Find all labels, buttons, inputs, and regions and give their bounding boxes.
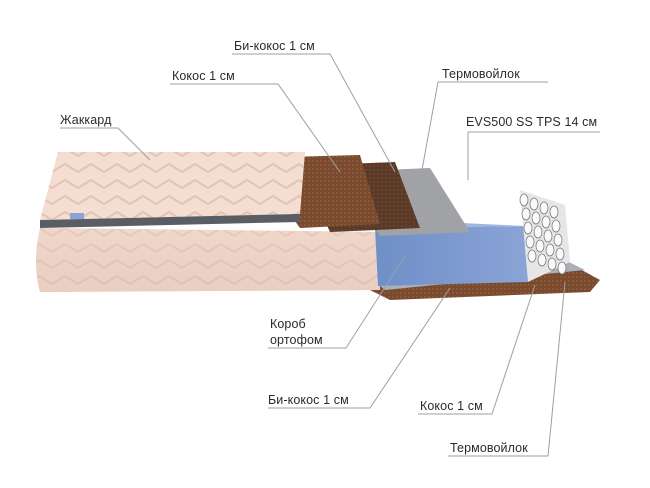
layer-spring-block <box>519 190 570 282</box>
spring-coil <box>529 197 539 211</box>
spring-coil <box>557 261 567 275</box>
leader-bicoconut-bottom <box>268 287 451 409</box>
spring-coil <box>551 219 561 233</box>
spring-coil <box>553 233 563 247</box>
leader-coconut-bottom <box>418 284 536 415</box>
spring-coil <box>535 239 545 253</box>
spring-coil <box>541 215 551 229</box>
mattress-side-cover <box>36 228 380 292</box>
spring-coil <box>545 243 555 257</box>
leader-thermofelt-top-drop <box>421 81 439 171</box>
label-thermofelt-top: Термовойлок <box>442 67 520 81</box>
label-coconut-bottom: Кокос 1 см <box>420 399 483 413</box>
spring-coil <box>547 257 557 271</box>
spring-coil <box>519 193 529 207</box>
spring-coil <box>531 211 541 225</box>
layer-jacquard-cover <box>40 152 305 228</box>
leader-thermofelt-bottom <box>448 281 566 457</box>
spring-coil <box>525 235 535 249</box>
label-bicoconut-bottom: Би-кокос 1 см <box>268 393 349 407</box>
label-springs: EVS500 SS TPS 14 см <box>466 115 598 129</box>
spring-coil <box>555 247 565 261</box>
spring-coil <box>523 221 533 235</box>
leader-lines <box>60 53 600 457</box>
label-thermofelt-bottom: Термовойлок <box>450 441 528 455</box>
spring-coil <box>543 229 553 243</box>
spring-coil <box>527 249 537 263</box>
leader-jacquard <box>60 127 151 161</box>
spring-coil <box>537 253 547 267</box>
label-foam-box-line1: Короб <box>270 317 306 331</box>
label-foam-box-line2: ортофом <box>270 333 323 347</box>
label-coconut-top: Кокос 1 см <box>172 69 235 83</box>
spring-coil <box>539 201 549 215</box>
leader-coconut-top <box>170 83 341 173</box>
spring-coil <box>521 207 531 221</box>
label-jacquard: Жаккард <box>60 113 112 127</box>
label-bicoconut-top: Би-кокос 1 см <box>234 39 315 53</box>
leader-bicoconut-top <box>232 53 396 173</box>
spring-coil <box>549 205 559 219</box>
leader-foam-box <box>268 255 406 349</box>
spring-coil <box>533 225 543 239</box>
